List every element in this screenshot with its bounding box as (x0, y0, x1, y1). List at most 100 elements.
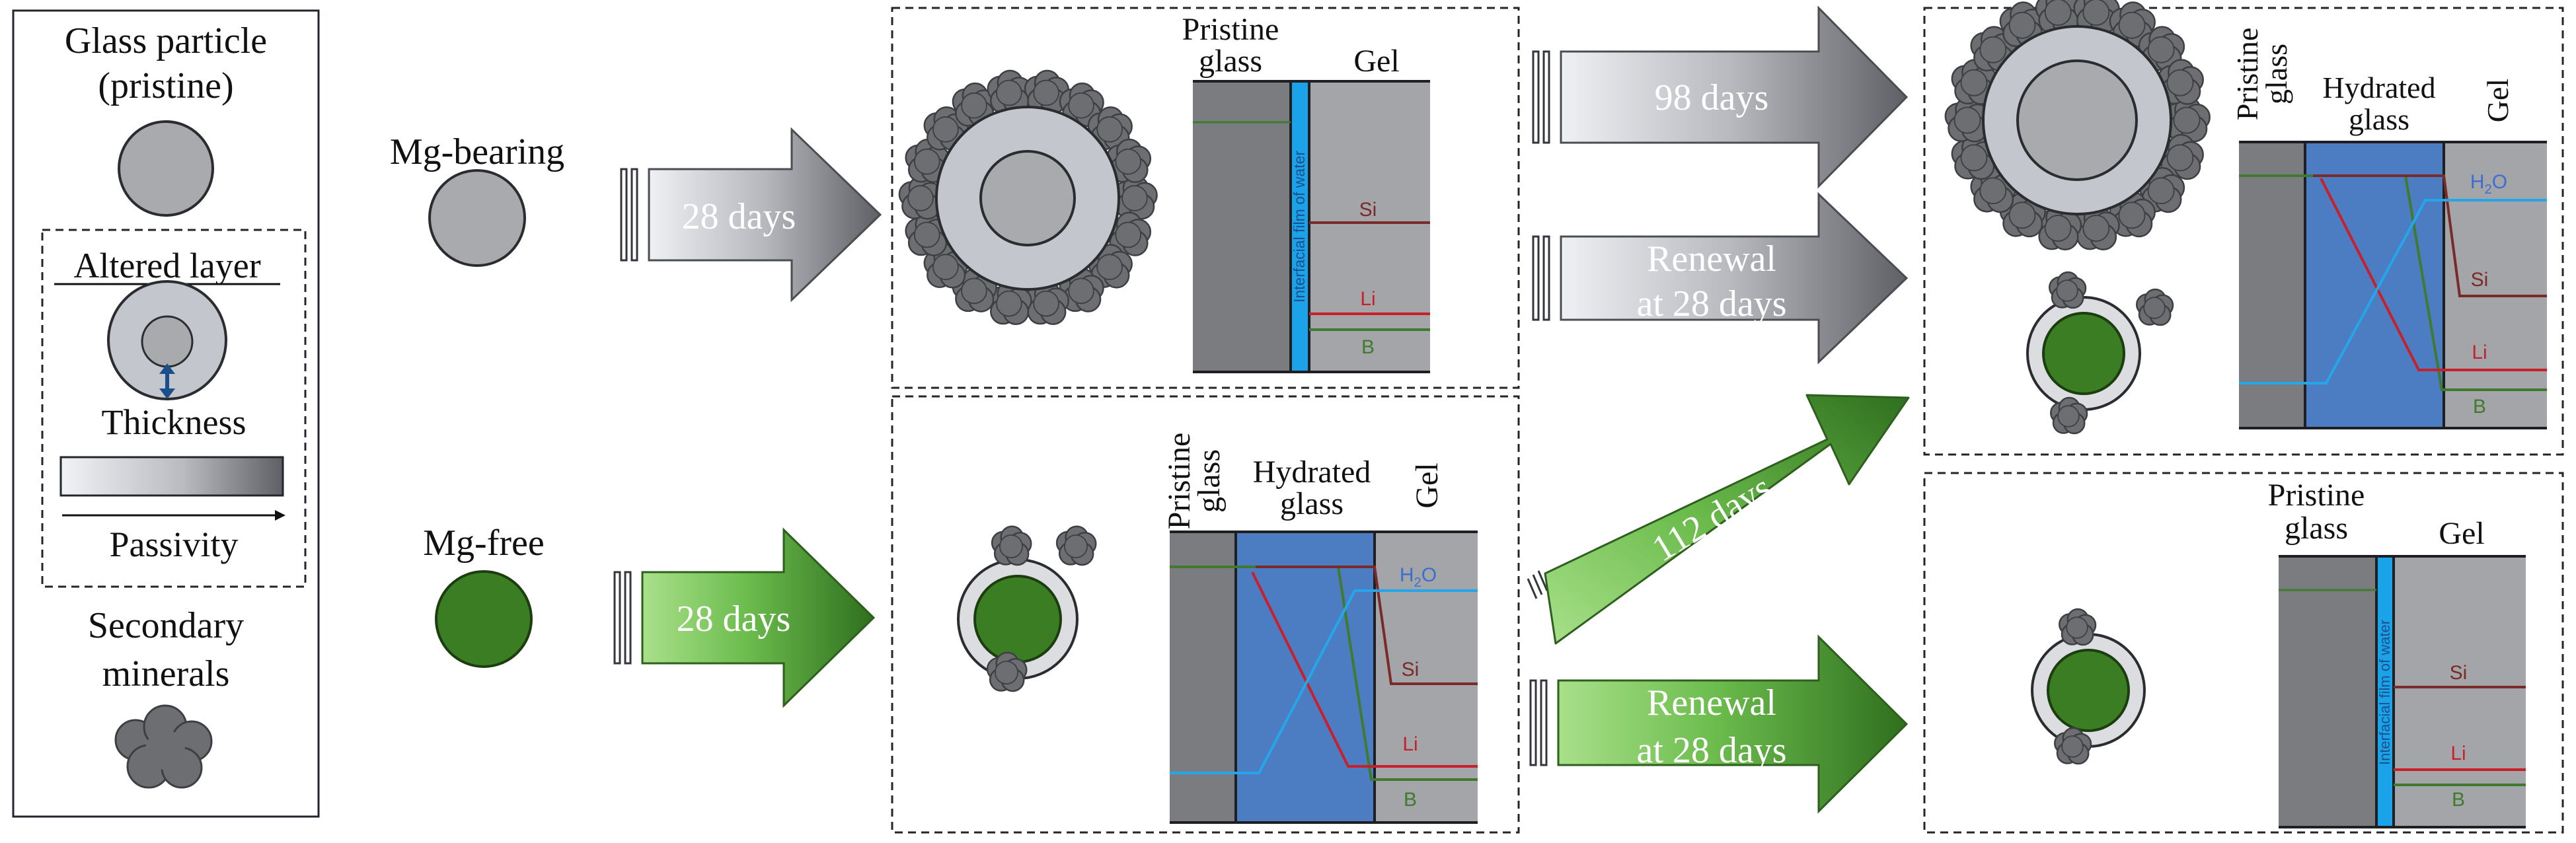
hydrated-header-line1: Hydrated (1253, 455, 1371, 490)
interfacial-water-film (2376, 556, 2394, 827)
pristine-header-line2: glass (1199, 44, 1262, 79)
pristine-glass-region (1193, 81, 1291, 372)
secondary-mineral-icon (2049, 271, 2087, 309)
secondary-mineral-icon (1970, 26, 2017, 72)
arrow-mg-bearing-28-label: 28 days (682, 196, 796, 237)
secondary-mineral-icon (1055, 525, 1097, 566)
pristine-header-line1: Pristine (2230, 28, 2264, 121)
panel-mg-bearing-28-days: Interfacial film of water Si Li B Pristi… (891, 7, 1520, 389)
secondary-mineral-cluster-icon (114, 704, 213, 789)
legend-thickness: Thickness (102, 402, 246, 442)
si-label: Si (2450, 662, 2468, 684)
h2o-label: H2O (2470, 171, 2507, 197)
pristine-header-line2: glass (1192, 449, 1227, 513)
pristine-core (2016, 59, 2138, 181)
pristine-header-line1: Pristine (1182, 12, 1279, 47)
secondary-mineral-icon (1087, 106, 1133, 151)
arrow-renewal-green-line2: at 28 days (1636, 730, 1786, 771)
li-profile-line (1251, 571, 1478, 768)
pristine-glass-region (2279, 556, 2376, 827)
b-label: B (2473, 396, 2486, 418)
mg-bearing-particle (428, 169, 526, 267)
gel-region (2394, 556, 2526, 827)
li-label: Li (1360, 288, 1375, 310)
secondary-mineral-icon (2050, 396, 2088, 435)
interfacial-film-label: Interfacial film of water (2376, 620, 2393, 765)
b-label: B (1404, 789, 1417, 811)
secondary-mineral-icon (986, 651, 1028, 692)
interfacial-water-film (1291, 81, 1309, 372)
profile-panel-4: Interfacial film of water Si Li B Pristi… (2268, 478, 2526, 828)
secondary-mineral-icon (2164, 96, 2211, 143)
legend-secondary-line2: minerals (102, 653, 230, 694)
secondary-mineral-icon (2059, 608, 2097, 646)
mg-bearing-label: Mg-bearing (390, 131, 564, 172)
gel-region (1309, 81, 1430, 372)
hydrated-header-line1: Hydrated (2322, 71, 2435, 104)
h2o-profile-line (2239, 199, 2547, 385)
li-label: Li (2472, 342, 2487, 363)
green-particle-with-minerals (957, 525, 1097, 692)
legend-secondary-line1: Secondary (88, 605, 244, 646)
arrow-mg-bearing-98-days: 98 days (1532, 5, 1909, 189)
panel-mg-bearing-long-term: H2O Si Li B Pristine glass Hydrated glas… (1923, 0, 2564, 456)
panel-mg-free-renewal: Interfacial film of water Si Li B Pristi… (1923, 472, 2564, 834)
arrow-98-days-label: 98 days (1655, 77, 1769, 118)
pristine-header-line1: Pristine (2268, 478, 2365, 513)
passivity-gradient-bar (59, 456, 284, 497)
secondary-mineral-icon (1087, 244, 1133, 289)
mg-free-label: Mg-free (423, 523, 544, 564)
h2o-profile-line (1170, 589, 1478, 774)
pristine-header-line2: glass (2259, 44, 2293, 104)
secondary-mineral-icon (1951, 133, 1998, 180)
pristine-header-line1: Pristine (1162, 433, 1197, 530)
thickness-arrow-icon (159, 363, 175, 399)
arrow-mg-free-renewal: Renewal at 28 days (1529, 634, 1909, 814)
si-label: Si (1402, 659, 1420, 680)
pristine-glass-region (2239, 142, 2305, 428)
arrow-renewal-grey-line1: Renewal (1647, 238, 1776, 279)
secondary-mineral-icon (987, 69, 1032, 114)
arrow-mg-bearing-renewal: Renewal at 28 days (1532, 192, 1909, 365)
secondary-mineral-icon (2157, 133, 2204, 180)
altered-layer-box (41, 229, 307, 588)
legend-particle-title-line1: Glass particle (65, 20, 267, 61)
arrow-mg-free-28-label: 28 days (677, 599, 791, 640)
si-profile-line (1256, 566, 1478, 685)
coated-particle-thick (898, 69, 1158, 325)
gel-header: Gel (1353, 44, 1399, 79)
secondary-mineral-icon (2136, 288, 2174, 326)
pristine-glass-region (1170, 532, 1236, 823)
legend-particle-title-line2: (pristine) (98, 65, 233, 106)
hydrated-header-line2: glass (1280, 486, 1344, 521)
h2o-label: H2O (1400, 564, 1437, 590)
si-label: Si (2471, 269, 2489, 291)
hydrated-header-line2: glass (2349, 102, 2409, 136)
panel-mg-free-28-days: H2O Si Li B Pristine glass Hydrated glas… (891, 395, 1520, 834)
secondary-mineral-icon (1970, 166, 2017, 213)
gel-header: Gel (1410, 462, 1445, 508)
arrow-mg-free-112-days: 112 days (1527, 394, 1910, 645)
legend-altered-layer: Altered layer (73, 246, 260, 285)
li-label: Li (1402, 733, 1418, 755)
green-particle-with-minerals (2026, 271, 2174, 435)
gel-header: Gel (2481, 79, 2515, 122)
li-label: Li (2450, 743, 2466, 764)
pristine-core (979, 150, 1076, 246)
si-label: Si (1359, 199, 1377, 221)
arrow-mg-bearing-28-days: 28 days (620, 127, 882, 303)
secondary-mineral-icon (1106, 211, 1152, 256)
green-particle-with-minerals (2031, 608, 2146, 765)
secondary-mineral-icon (2157, 59, 2204, 105)
mg-free-particle (435, 570, 533, 668)
legend-panel: Glass particle (pristine) Altered layer … (12, 9, 320, 818)
b-profile-line (1170, 566, 1478, 781)
b-label: B (2452, 789, 2465, 811)
si-profile-line (2313, 174, 2547, 297)
arrow-mg-free-28-days: 28 days (613, 527, 876, 708)
legend-passivity: Passivity (109, 525, 238, 564)
b-label: B (1361, 336, 1375, 358)
gel-header: Gel (2439, 516, 2484, 551)
profile-panel-1: Interfacial film of water Si Li B Pristi… (1182, 12, 1430, 373)
pristine-header-line2: glass (2285, 511, 2348, 546)
